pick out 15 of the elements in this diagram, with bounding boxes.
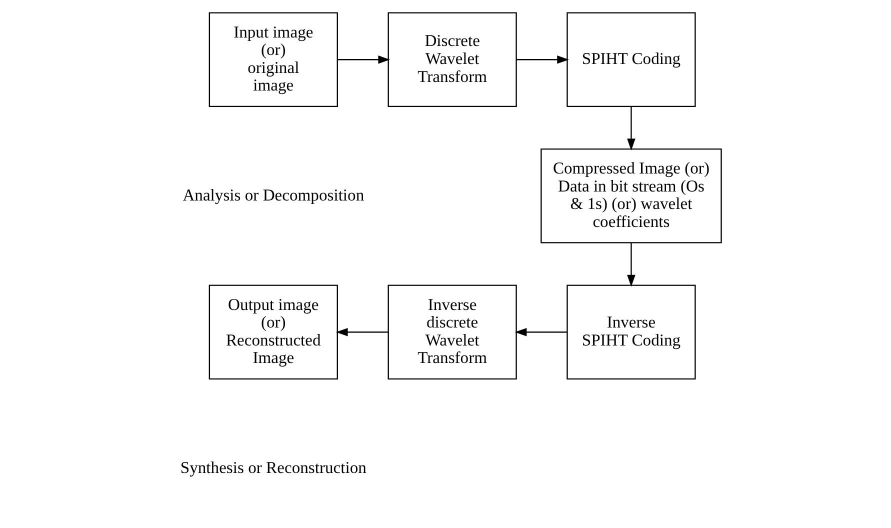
node-box: Output image (or) Reconstructed Image <box>208 284 338 380</box>
node-box: Discrete Wavelet Transform <box>388 12 517 108</box>
arrow <box>627 106 636 151</box>
node-box: Compressed Image (or) Data in bit stream (Os & 1s) (or) wavelet coefficients <box>540 148 722 244</box>
arrow <box>627 242 636 287</box>
label: Synthesis or Reconstruction <box>180 458 366 477</box>
node-box: Inverse SPIHT Coding <box>566 284 696 380</box>
node-box: SPIHT Coding <box>566 12 696 108</box>
label: Analysis or Decomposition <box>182 185 364 204</box>
arrow <box>336 328 388 336</box>
arrow <box>514 328 568 336</box>
node-box: Input image (or) original image <box>208 12 338 108</box>
arrow <box>338 55 390 64</box>
node-box: Inverse discrete Wavelet Transform <box>388 284 517 380</box>
arrow <box>516 55 569 64</box>
